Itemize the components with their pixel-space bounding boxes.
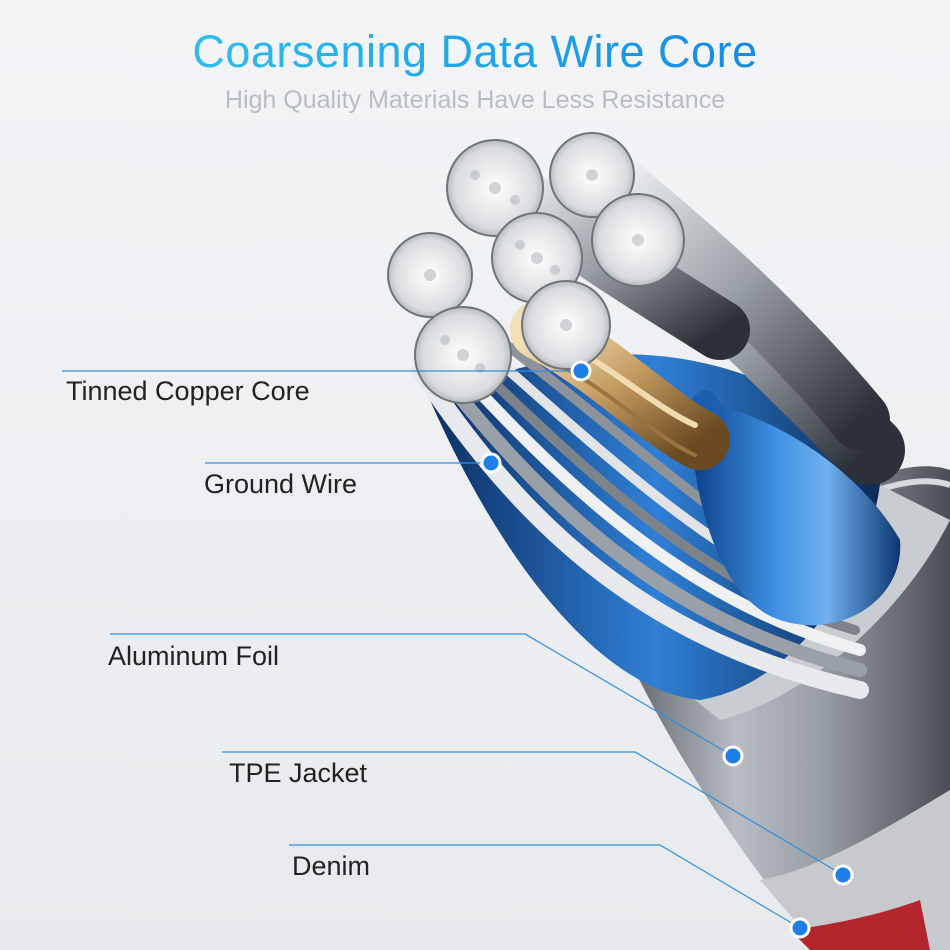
- label-tpe-jacket: TPE Jacket: [229, 758, 368, 788]
- callout-dot-denim: [789, 917, 811, 939]
- denim-red: [790, 900, 930, 950]
- strand-texture: [424, 169, 644, 373]
- page-subtitle: High Quality Materials Have Less Resista…: [224, 86, 726, 114]
- callout-lines: [62, 370, 844, 929]
- label-denim: Denim: [292, 851, 371, 881]
- callout-dot-aluminum-foil: [722, 745, 744, 767]
- label-ground-wire: Ground Wire: [204, 469, 358, 499]
- label-aluminum-foil: Aluminum Foil: [108, 641, 280, 671]
- blue-conductor: [690, 400, 901, 626]
- callout-dot-ground-wire: [480, 452, 502, 474]
- callout-dot-tinned-copper: [570, 360, 592, 382]
- callout-dot-tpe-jacket: [832, 864, 854, 886]
- callout-line-aluminum-foil: [110, 633, 734, 757]
- callout-line-tpe-jacket: [222, 751, 844, 876]
- callout-line-denim: [289, 844, 801, 929]
- strand-ends: [387, 132, 685, 404]
- page-title: Coarsening Data Wire Core: [0, 26, 950, 78]
- callout-dots: [480, 360, 854, 939]
- label-tinned-copper-core: Tinned Copper Core: [66, 376, 310, 406]
